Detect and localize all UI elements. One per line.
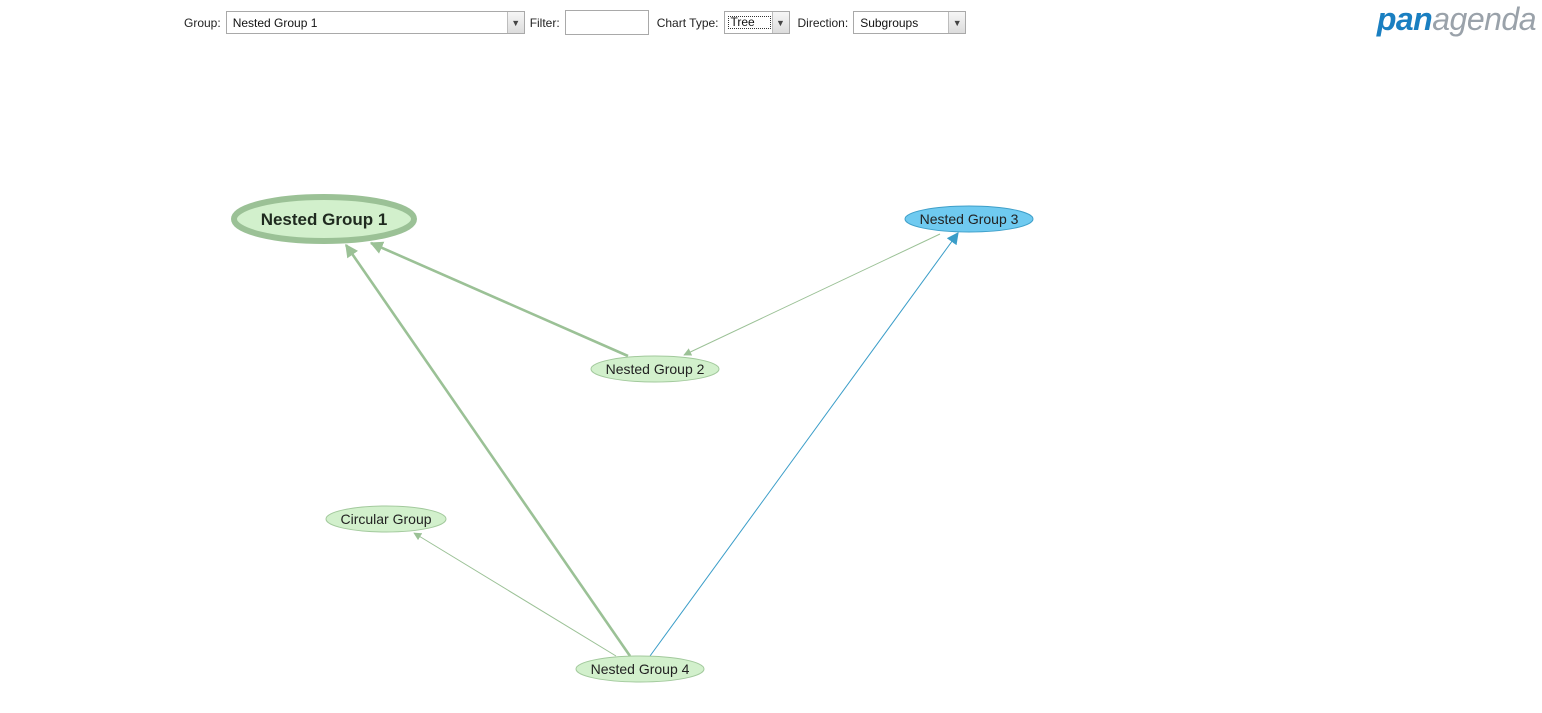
edge-n4-to-n1 — [344, 243, 632, 657]
chart-type-select-value: Tree — [727, 15, 772, 30]
node-n2[interactable]: Nested Group 2 — [590, 355, 720, 383]
direction-select-value: Subgroups — [860, 15, 919, 30]
filter-label: Filter: — [529, 15, 560, 30]
node-n4[interactable]: Nested Group 4 — [575, 655, 705, 683]
edge-n2-to-n1 — [369, 241, 629, 358]
edge-n4-to-n3 — [649, 232, 959, 657]
node-ellipse[interactable] — [575, 655, 705, 683]
logo-part-pan: pan — [1376, 1, 1433, 37]
node-ellipse[interactable] — [325, 505, 447, 533]
node-n3[interactable]: Nested Group 3 — [904, 205, 1034, 233]
chevron-down-icon[interactable]: ▼ — [506, 12, 524, 33]
node-ellipse[interactable] — [231, 194, 417, 244]
node-label: Nested Group 2 — [606, 361, 705, 377]
logo-part-agenda: agenda — [1432, 1, 1536, 37]
node-ellipse[interactable] — [904, 205, 1034, 233]
edge-n3-to-n2 — [683, 233, 941, 356]
node-label: Circular Group — [340, 511, 431, 527]
node-label: Nested Group 1 — [261, 210, 388, 229]
chart-type-select[interactable]: Tree ▼ — [723, 11, 790, 34]
panagenda-logo: panagenda — [1376, 0, 1537, 38]
chevron-down-icon[interactable]: ▼ — [771, 12, 789, 33]
node-c[interactable]: Circular Group — [325, 505, 447, 533]
node-label: Nested Group 3 — [920, 211, 1019, 227]
node-n1[interactable]: Nested Group 1 — [231, 194, 417, 244]
filter-input[interactable] — [564, 10, 649, 35]
chevron-down-icon[interactable]: ▼ — [948, 12, 966, 33]
group-label: Group: — [184, 15, 221, 30]
direction-select[interactable]: Subgroups ▼ — [853, 11, 967, 34]
group-select-value: Nested Group 1 — [232, 15, 318, 30]
edge-n4-to-c — [413, 532, 617, 657]
node-label: Nested Group 4 — [591, 661, 690, 677]
group-select[interactable]: Nested Group 1 ▼ — [225, 11, 525, 34]
toolbar: Group: Nested Group 1 ▼ Filter: Chart Ty… — [184, 10, 967, 35]
direction-label: Direction: — [797, 15, 849, 30]
chart-type-label: Chart Type: — [656, 15, 719, 30]
node-ellipse[interactable] — [590, 355, 720, 383]
